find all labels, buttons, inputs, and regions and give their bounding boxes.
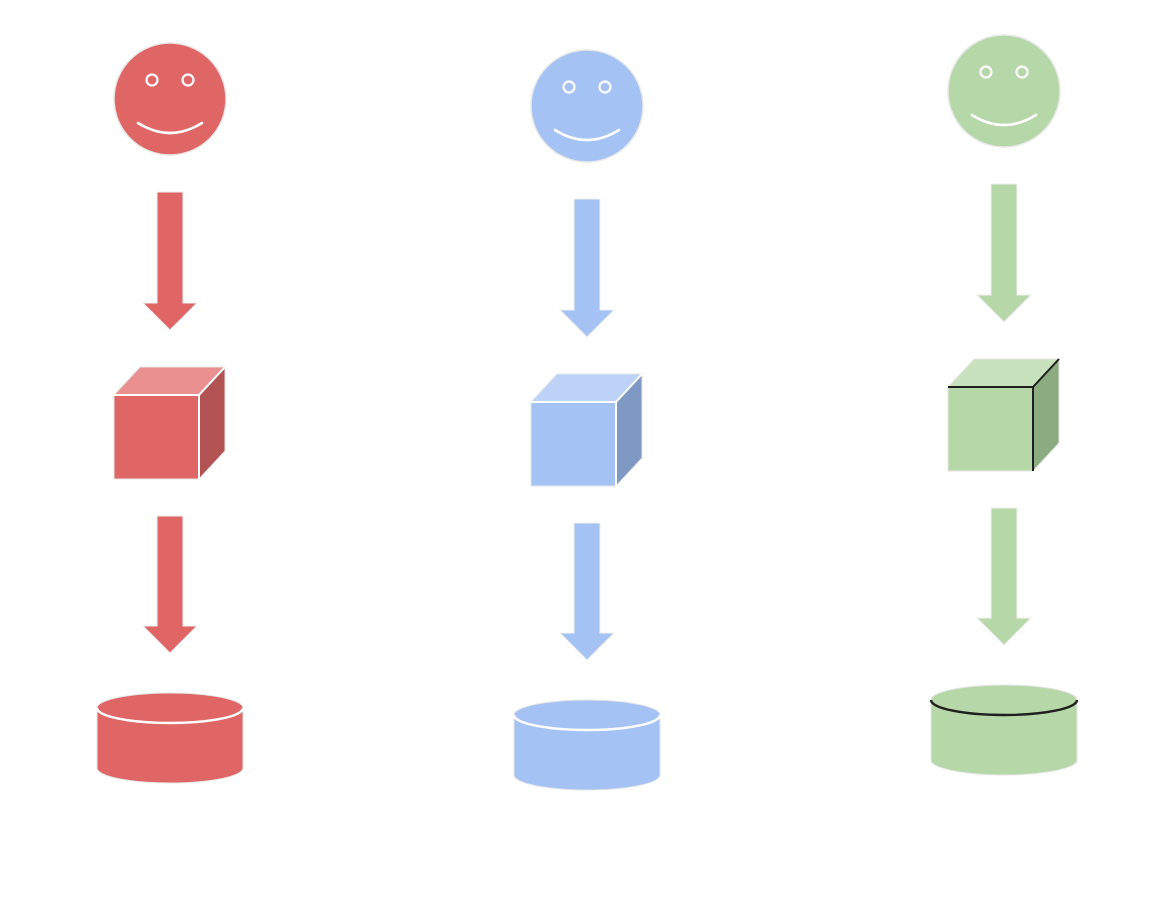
cube-icon (112, 365, 227, 481)
cylinder-icon (512, 699, 662, 791)
cylinder-icon (929, 684, 1079, 776)
smile-mouth (553, 128, 621, 142)
cube-front-face (530, 401, 617, 487)
eye-right (1015, 65, 1029, 79)
smile-mouth (970, 113, 1038, 127)
eye-right (598, 80, 612, 94)
down-arrow (141, 191, 199, 331)
cylinder-body (96, 707, 244, 784)
eye-left (562, 80, 576, 94)
cube-front-face (113, 394, 200, 480)
flow-column-green (929, 34, 1079, 776)
smiley-face-icon (947, 34, 1061, 148)
down-arrow (558, 522, 616, 661)
cylinder-rim (95, 707, 245, 725)
cube-icon (946, 357, 1061, 473)
eye-left (979, 65, 993, 79)
smiley-face-icon (113, 42, 227, 156)
flow-column-blue (512, 49, 662, 791)
down-arrow (558, 198, 616, 338)
eye-right (181, 73, 195, 87)
cube-icon (529, 372, 644, 488)
cylinder-rim (929, 699, 1079, 717)
eye-left (145, 73, 159, 87)
smiley-face-icon (530, 49, 644, 163)
cylinder-body (930, 699, 1078, 776)
cylinder-icon (95, 692, 245, 784)
down-arrow (141, 515, 199, 654)
cylinder-rim (512, 714, 662, 732)
cylinder-body (513, 714, 661, 791)
down-arrow (975, 507, 1033, 646)
down-arrow (975, 183, 1033, 323)
cube-front-face (947, 386, 1034, 472)
flow-column-red (95, 42, 245, 784)
smile-mouth (136, 121, 204, 135)
